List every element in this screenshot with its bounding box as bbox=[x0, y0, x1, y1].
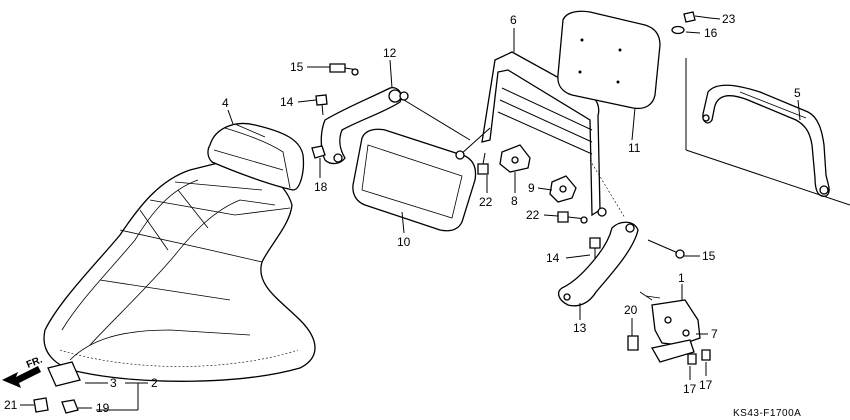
callout-12: 12 bbox=[383, 46, 397, 60]
callout-labels: 1 2 3 4 5 6 7 8 9 10 11 12 13 14 14 15 1… bbox=[4, 12, 801, 415]
mount-bracket-8 bbox=[499, 144, 531, 173]
leader-lines bbox=[20, 17, 801, 411]
callout-9: 9 bbox=[528, 181, 535, 195]
front-direction-label: FR. bbox=[25, 354, 44, 370]
callout-15a: 15 bbox=[290, 60, 304, 74]
callout-1: 1 bbox=[678, 271, 685, 285]
seat-assembly bbox=[43, 159, 316, 387]
callout-16: 16 bbox=[704, 26, 718, 40]
callout-3: 3 bbox=[110, 376, 117, 390]
grab-rail bbox=[320, 87, 471, 165]
side-stay bbox=[557, 221, 639, 307]
mounting-plate bbox=[639, 291, 701, 363]
callout-2: 2 bbox=[151, 376, 158, 390]
callout-8: 8 bbox=[511, 194, 518, 208]
callout-4: 4 bbox=[222, 96, 229, 110]
hardware bbox=[33, 11, 711, 414]
callout-19: 19 bbox=[96, 401, 110, 415]
callout-13: 13 bbox=[573, 321, 587, 335]
callout-11: 11 bbox=[628, 141, 641, 155]
callout-6: 6 bbox=[510, 13, 517, 27]
grab-handle bbox=[702, 84, 830, 197]
backrest-pad bbox=[352, 128, 477, 232]
mount-bracket-9 bbox=[549, 175, 577, 203]
callout-7: 7 bbox=[711, 327, 718, 341]
callout-17b: 17 bbox=[699, 378, 713, 392]
front-direction-arrow: FR. bbox=[2, 354, 44, 388]
callout-17a: 17 bbox=[683, 382, 697, 396]
callout-5: 5 bbox=[794, 86, 801, 100]
callout-22b: 22 bbox=[526, 208, 540, 222]
passenger-backrest bbox=[207, 122, 305, 191]
callout-14b: 14 bbox=[546, 251, 560, 265]
backrest-back-pad bbox=[557, 10, 661, 110]
callout-18: 18 bbox=[314, 180, 328, 194]
callout-23: 23 bbox=[722, 12, 736, 26]
callout-15b: 15 bbox=[702, 249, 716, 263]
callout-20: 20 bbox=[624, 303, 638, 317]
inset-border-bottom bbox=[685, 149, 850, 206]
callout-10: 10 bbox=[397, 235, 411, 249]
diagram-reference-code: KS43-F1700A bbox=[733, 408, 801, 419]
callout-22a: 22 bbox=[479, 195, 493, 209]
callout-21: 21 bbox=[4, 398, 18, 412]
callout-14a: 14 bbox=[280, 95, 294, 109]
